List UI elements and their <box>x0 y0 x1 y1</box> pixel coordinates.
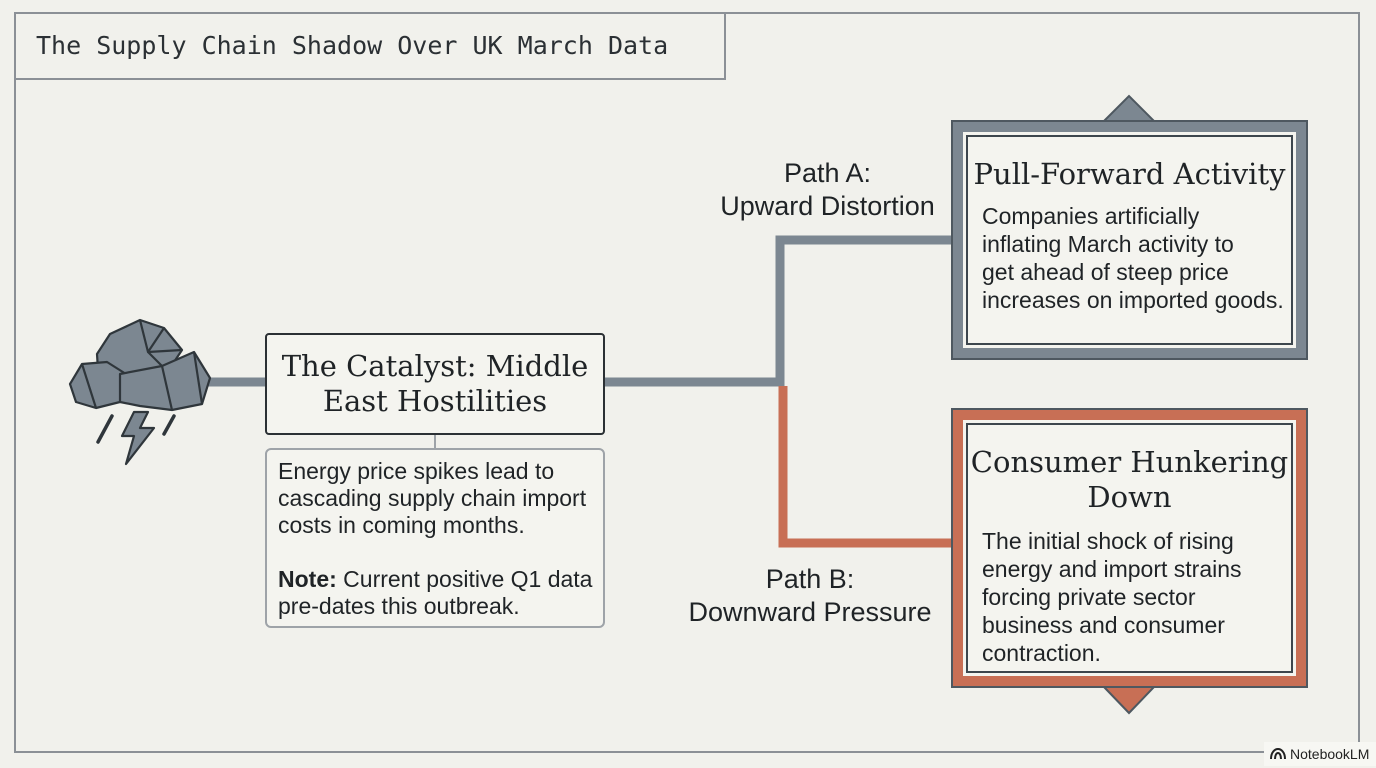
brand-label: NotebookLM <box>1290 746 1370 762</box>
catalyst-note: Note: Current positive Q1 data pre-dates… <box>278 566 593 620</box>
catalyst-box: The Catalyst: Middle East Hostilities <box>265 333 605 435</box>
pull-forward-inner: Pull-Forward Activity Companies artifici… <box>966 135 1293 345</box>
down-arrow-icon <box>1101 686 1157 715</box>
hunkering-down-inner: Consumer Hunkering Down The initial shoc… <box>966 423 1293 673</box>
catalyst-detail-box: Energy price spikes lead to cascading su… <box>265 448 605 628</box>
hunkering-down-body: The initial shock of rising energy and i… <box>968 527 1291 667</box>
pull-forward-line: increases on imported goods. <box>982 287 1284 313</box>
connector-path-b <box>778 386 952 548</box>
pull-forward-body: Companies artificially inflating March a… <box>968 202 1291 314</box>
hunkering-down-line: business and consumer <box>982 612 1225 638</box>
storm-cloud-icon <box>68 318 212 466</box>
page-title: The Supply Chain Shadow Over UK March Da… <box>14 12 726 80</box>
up-arrow-icon <box>1101 94 1157 122</box>
pull-forward-title: Pull-Forward Activity <box>973 157 1286 191</box>
hunkering-down-line: contraction. <box>982 640 1101 666</box>
hunkering-down-line: forcing private sector <box>982 584 1196 610</box>
note-label: Note: <box>278 566 337 592</box>
path-a-label-line1: Path A: <box>783 158 872 188</box>
path-b-label-line2: Downward Pressure <box>688 597 932 627</box>
path-a-label-line2: Upward Distortion <box>720 191 935 221</box>
pull-forward-box: Pull-Forward Activity Companies artifici… <box>951 120 1308 360</box>
notebooklm-logo-icon <box>1270 748 1286 760</box>
pull-forward-line: Companies artificially <box>982 203 1200 229</box>
pull-forward-line: get ahead of steep price <box>982 259 1229 285</box>
path-b-label: Path B: Downward Pressure <box>680 563 940 629</box>
connector-path-a <box>775 235 952 386</box>
path-a-label: Path A: Upward Distortion <box>700 157 955 223</box>
hunkering-down-box: Consumer Hunkering Down The initial shoc… <box>951 408 1308 688</box>
hunkering-down-line: The initial shock of rising <box>982 528 1234 554</box>
brand-watermark: NotebookLM <box>1264 742 1376 766</box>
path-b-label-line1: Path B: <box>765 564 855 594</box>
hunkering-down-line: energy and import strains <box>982 556 1242 582</box>
pull-forward-line: inflating March activity to <box>982 231 1234 257</box>
catalyst-detail-text: Energy price spikes lead to cascading su… <box>278 458 587 538</box>
note-text: Current positive Q1 data pre-dates this … <box>278 566 593 619</box>
hunkering-down-title: Consumer Hunkering Down <box>970 445 1289 514</box>
